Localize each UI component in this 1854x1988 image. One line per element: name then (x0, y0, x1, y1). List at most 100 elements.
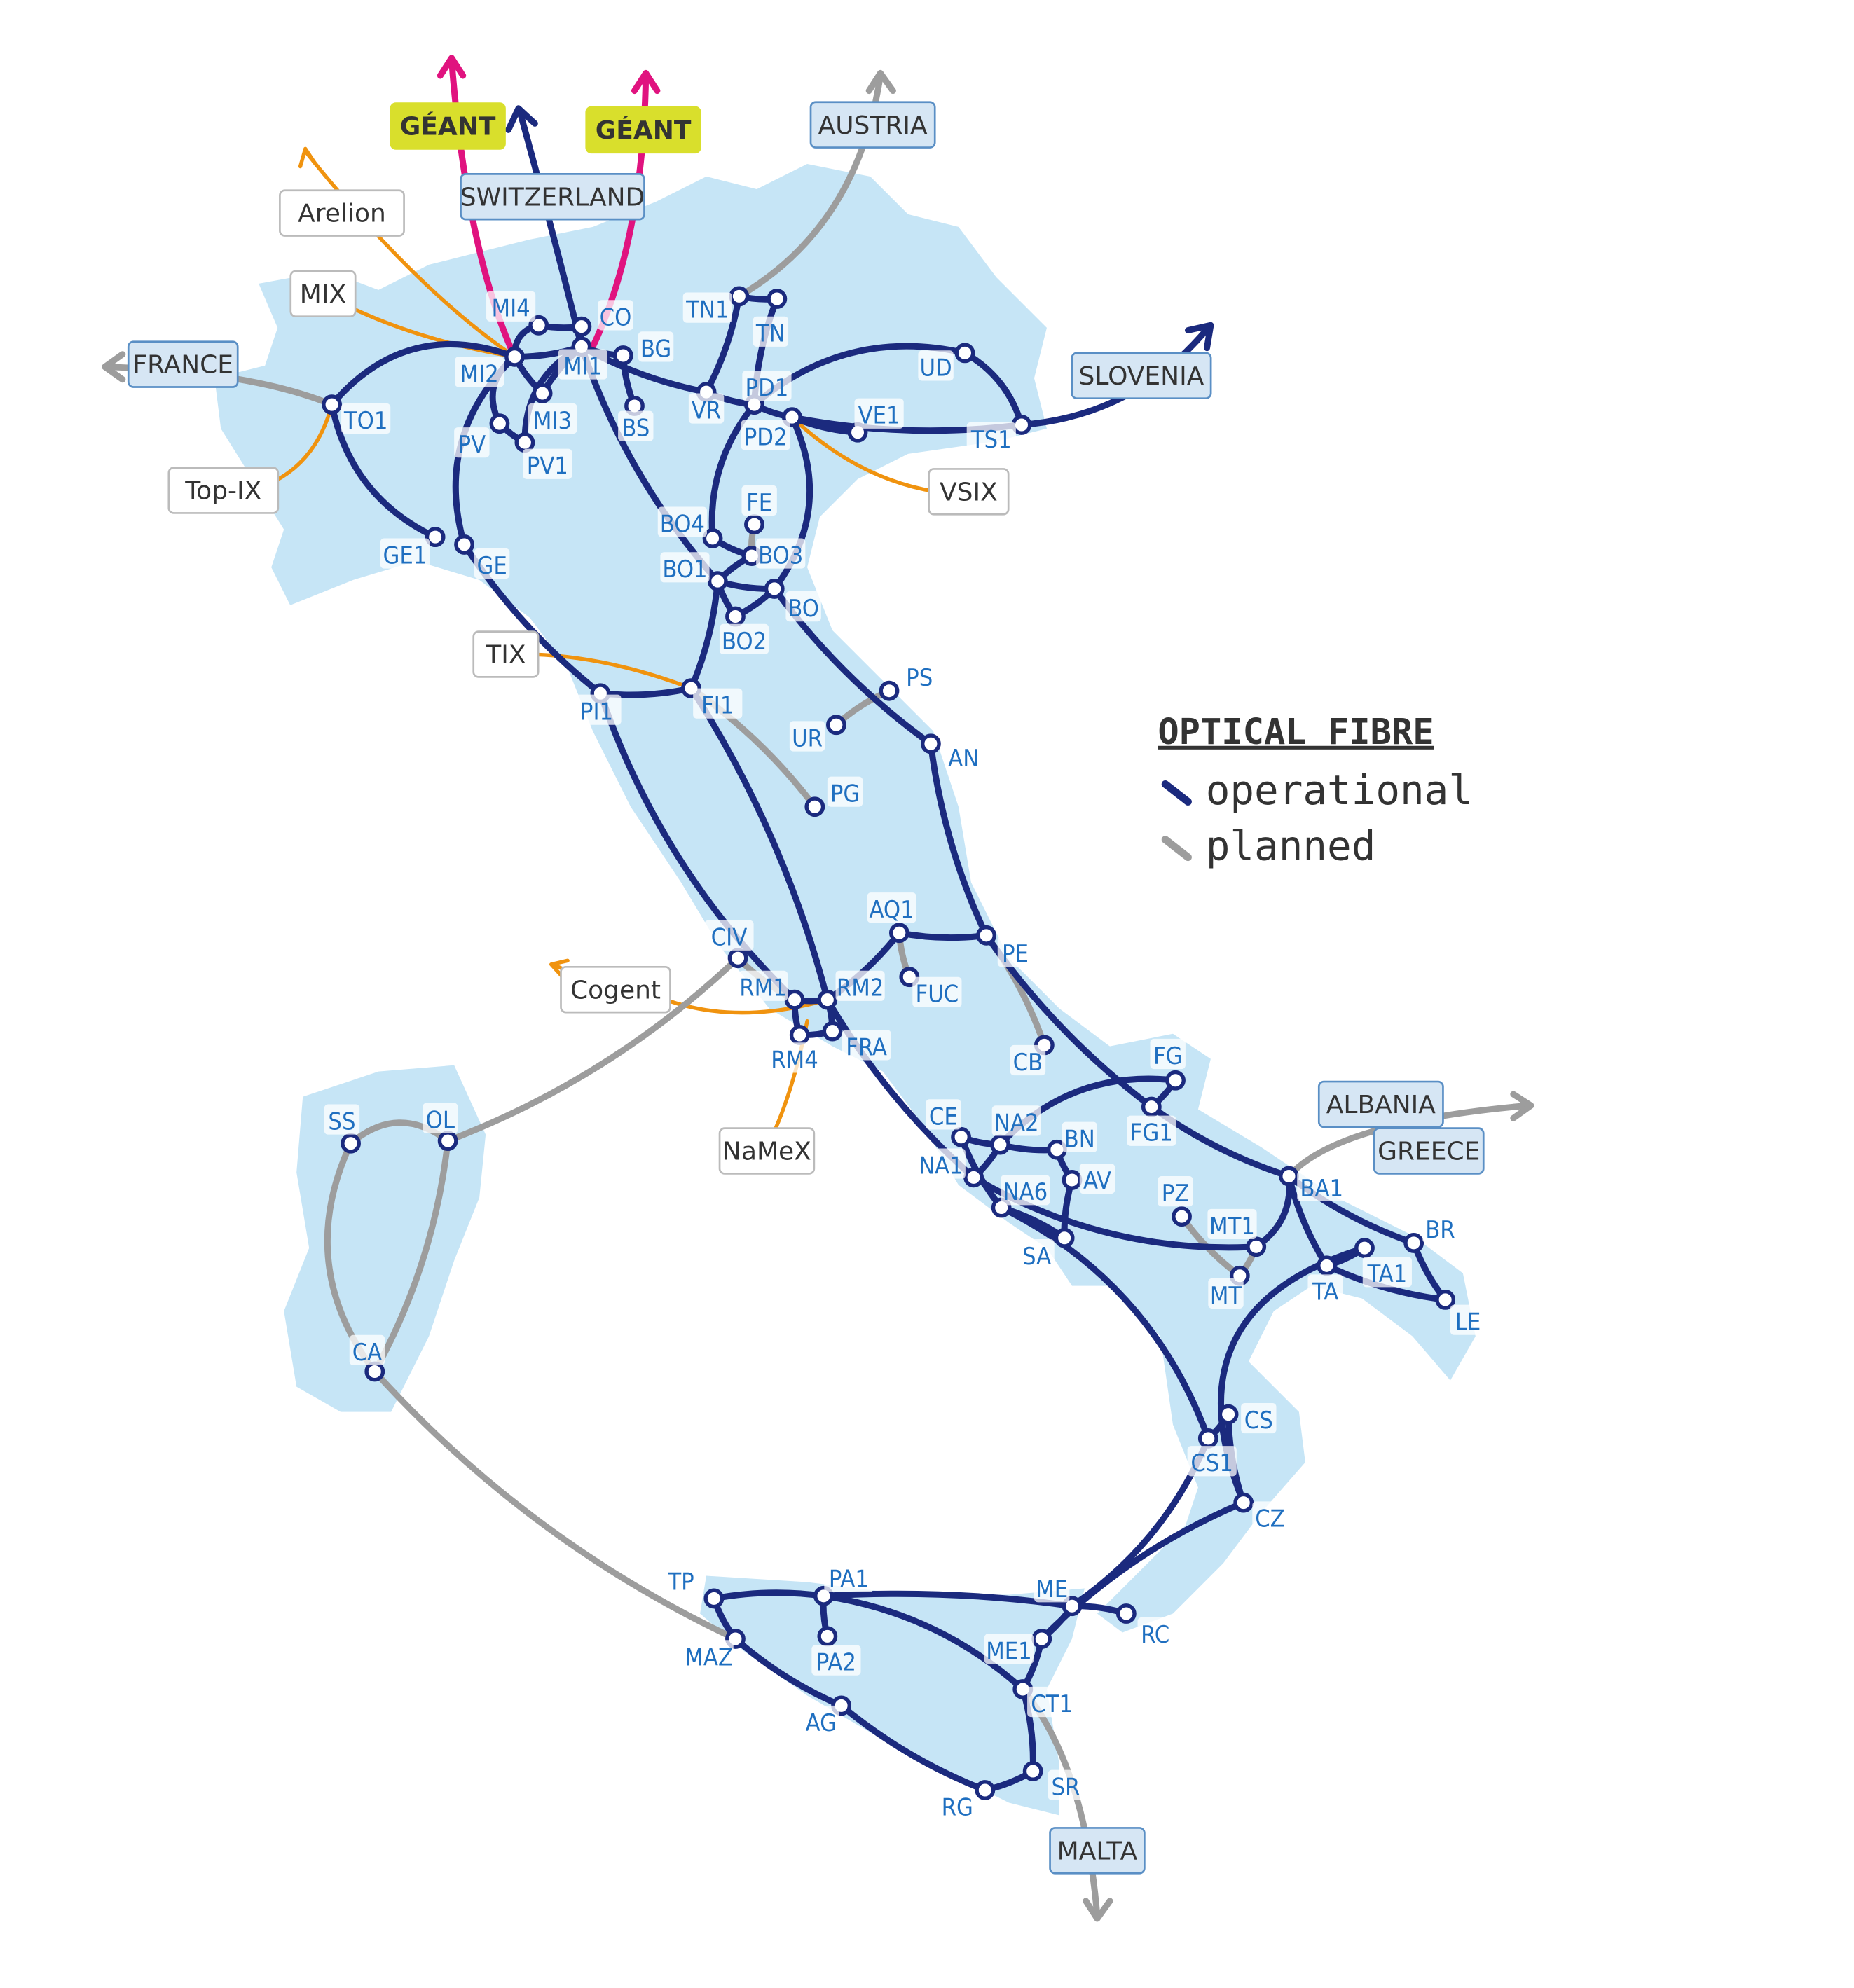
node-pd1[interactable]: PD1 (742, 371, 792, 415)
node-ps[interactable]: PS (879, 661, 938, 701)
node-ba1[interactable]: BA1 (1279, 1166, 1347, 1203)
node-marker-icon[interactable] (804, 796, 825, 817)
node-marker-icon[interactable] (1062, 1170, 1083, 1190)
node-marker-icon[interactable] (789, 1025, 810, 1045)
node-marker-icon[interactable] (437, 1131, 458, 1152)
node-rm2[interactable]: RM2 (817, 970, 885, 1010)
node-an[interactable]: AN (921, 733, 982, 773)
node-to1[interactable]: TO1 (322, 394, 391, 435)
node-ct1[interactable]: CT1 (1012, 1679, 1077, 1718)
node-bs[interactable]: BS (618, 396, 654, 443)
node-fe[interactable]: FE (741, 485, 777, 535)
node-mi2[interactable]: MI2 (455, 346, 525, 389)
node-marker-icon[interactable] (612, 345, 633, 366)
node-marker-icon[interactable] (514, 432, 535, 453)
node-marker-icon[interactable] (963, 1167, 984, 1188)
node-pv[interactable]: PV (454, 413, 510, 459)
node-marker-icon[interactable] (1062, 1596, 1083, 1617)
node-bn[interactable]: BN (1046, 1121, 1097, 1160)
node-marker-icon[interactable] (921, 733, 941, 754)
node-ge[interactable]: GE (454, 534, 510, 580)
node-bo[interactable]: BO (764, 579, 821, 623)
node-marker-icon[interactable] (1054, 1227, 1075, 1248)
node-marker-icon[interactable] (1246, 1236, 1267, 1257)
node-marker-icon[interactable] (817, 1626, 838, 1647)
node-fi1[interactable]: FI1 (681, 678, 743, 720)
node-br[interactable]: BR (1403, 1213, 1458, 1253)
node-marker-icon[interactable] (826, 715, 846, 736)
node-marker-icon[interactable] (784, 989, 805, 1010)
node-pg[interactable]: PG (804, 776, 863, 817)
node-marker-icon[interactable] (341, 1133, 361, 1154)
node-marker-icon[interactable] (822, 1021, 843, 1042)
node-marker-icon[interactable] (1279, 1166, 1299, 1187)
node-ud[interactable]: UD (918, 343, 975, 382)
node-pz[interactable]: PZ (1158, 1176, 1193, 1227)
node-marker-icon[interactable] (532, 383, 553, 403)
node-marker-icon[interactable] (989, 1134, 1010, 1155)
node-marker-icon[interactable] (976, 925, 996, 946)
node-bo2[interactable]: BO2 (719, 606, 769, 656)
node-marker-icon[interactable] (1317, 1255, 1337, 1276)
node-marker-icon[interactable] (454, 534, 474, 555)
node-ge1[interactable]: GE1 (380, 527, 446, 570)
node-bg[interactable]: BG (612, 331, 674, 366)
node-marker-icon[interactable] (528, 315, 549, 336)
node-ta1[interactable]: TA1 (1354, 1238, 1412, 1288)
node-ts1[interactable]: TS1 (966, 415, 1032, 454)
node-cb[interactable]: CB (1010, 1035, 1055, 1077)
node-marker-icon[interactable] (1233, 1492, 1254, 1513)
node-ur[interactable]: UR (789, 715, 846, 752)
node-marker-icon[interactable] (951, 1126, 971, 1147)
node-ca[interactable]: CA (349, 1334, 385, 1382)
node-marker-icon[interactable] (1115, 1603, 1137, 1624)
node-vr[interactable]: VR (688, 382, 725, 424)
node-mt1[interactable]: MT1 (1207, 1208, 1267, 1257)
node-bo4[interactable]: BO4 (657, 506, 723, 548)
node-ss[interactable]: SS (324, 1104, 361, 1154)
node-na2[interactable]: NA2 (989, 1105, 1041, 1155)
node-marker-icon[interactable] (727, 948, 748, 969)
node-marker-icon[interactable] (1141, 1096, 1162, 1117)
node-marker-icon[interactable] (879, 680, 900, 701)
node-marker-icon[interactable] (764, 579, 785, 599)
node-marker-icon[interactable] (1403, 1233, 1424, 1253)
node-av[interactable]: AV (1062, 1164, 1115, 1195)
node-marker-icon[interactable] (1172, 1206, 1192, 1227)
node-rc[interactable]: RC (1115, 1603, 1173, 1649)
node-marker-icon[interactable] (703, 1588, 725, 1609)
node-mi3[interactable]: MI3 (528, 383, 577, 435)
node-rg[interactable]: RG (939, 1780, 996, 1822)
node-fg1[interactable]: FG1 (1127, 1096, 1176, 1147)
node-pi1[interactable]: PI1 (572, 683, 622, 726)
node-ag[interactable]: AG (803, 1695, 852, 1737)
node-ta[interactable]: TA (1307, 1255, 1343, 1306)
node-tn[interactable]: TN (753, 289, 789, 348)
node-marker-icon[interactable] (1354, 1238, 1375, 1259)
node-cz[interactable]: CZ (1233, 1492, 1288, 1533)
node-civ[interactable]: CIV (704, 920, 754, 969)
node-sr[interactable]: SR (1022, 1761, 1084, 1802)
node-fra[interactable]: FRA (822, 1021, 891, 1061)
node-marker-icon[interactable] (425, 527, 446, 548)
node-marker-icon[interactable] (729, 286, 750, 307)
node-maz[interactable]: MAZ (684, 1629, 746, 1671)
node-bo3[interactable]: BO3 (741, 538, 806, 570)
node-rm1[interactable]: RM1 (738, 970, 805, 1010)
node-me[interactable]: ME (1034, 1572, 1083, 1617)
node-pv1[interactable]: PV1 (514, 432, 572, 481)
node-bo1[interactable]: BO1 (660, 552, 728, 592)
node-ol[interactable]: OL (423, 1103, 458, 1152)
node-pe[interactable]: PE (976, 925, 1034, 968)
node-rm4[interactable]: RM4 (769, 1025, 820, 1074)
node-mt[interactable]: MT (1208, 1265, 1250, 1310)
node-na6[interactable]: NA6 (991, 1175, 1050, 1218)
node-aq1[interactable]: AQ1 (867, 892, 916, 944)
node-cs1[interactable]: CS1 (1187, 1428, 1237, 1477)
node-mi4[interactable]: MI4 (486, 291, 549, 336)
node-marker-icon[interactable] (767, 289, 788, 309)
node-pa2[interactable]: PA2 (811, 1626, 861, 1676)
node-tp[interactable]: TP (663, 1564, 725, 1609)
node-na1[interactable]: NA1 (916, 1148, 984, 1188)
node-pa1[interactable]: PA1 (813, 1561, 874, 1606)
